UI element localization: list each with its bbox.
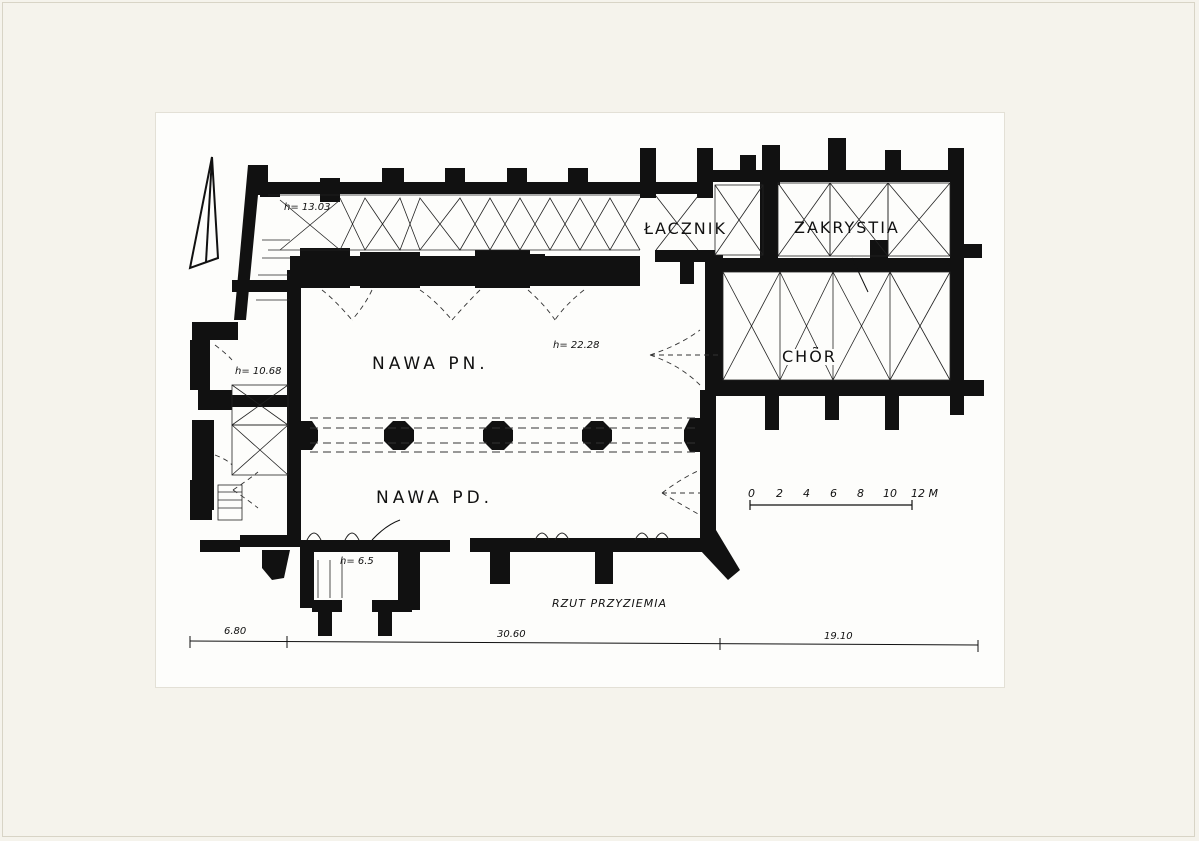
nave-vault-arcs [214,289,720,516]
chapel-vaults [217,384,343,598]
room-label-nawa-pd: NAWA PD. [376,488,494,508]
outer-walls [190,138,984,636]
height-label: h= 10.68 [235,366,282,377]
drawing-title: RZUT PRZYZIEMIA [552,597,667,610]
scale-tick: 12 M [911,487,938,500]
height-label: h= 13.03 [284,202,331,213]
wall-niches [306,532,670,541]
dimension-label: 6.80 [224,626,247,637]
nave-pillars [300,418,706,452]
scale-tick: 6 [830,487,837,500]
north-arrow-icon [188,156,220,270]
arcade-lines [310,417,700,453]
scale-tick: 4 [803,487,810,500]
room-label-zakrystia: ZAKRYSTIA [794,218,900,237]
scale-tick: 8 [857,487,864,500]
sacristy-vaults [655,182,951,257]
dimension-label: 30.60 [497,629,526,640]
choir-vaults [722,271,951,381]
door-swing [371,257,869,541]
corridor-vaults [256,194,641,301]
scale-tick: 10 [883,487,897,500]
height-label: h= 22.28 [553,340,600,351]
dimension-label: 19.10 [824,631,853,642]
height-label: h= 6.5 [340,556,374,567]
dimension-line [189,636,979,652]
room-label-chor: CHÕR [782,347,837,366]
room-label-lacznik: ŁACZNIK [644,219,727,238]
room-label-nawa-pn: NAWA PN. [372,354,489,374]
scale-bar-line [749,500,913,510]
scale-tick: 0 [748,487,755,500]
scale-tick: 2 [776,487,783,500]
